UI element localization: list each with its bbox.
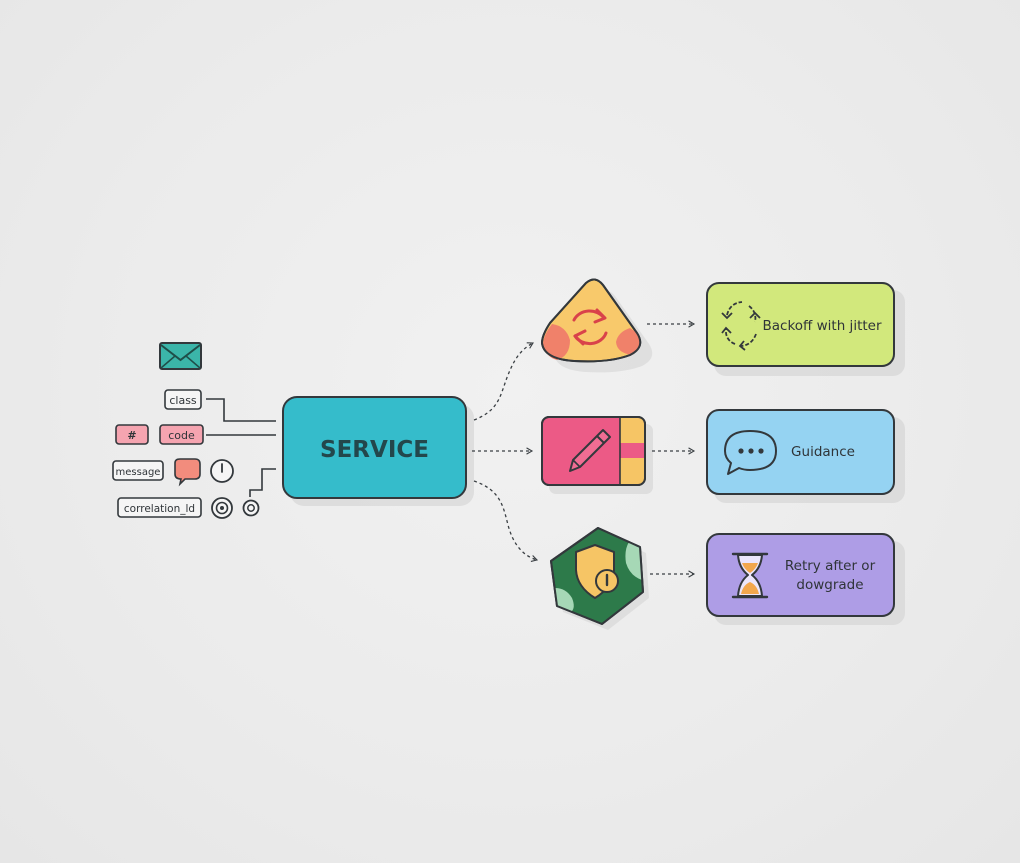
- pencil-card: [541, 416, 653, 494]
- guidance-label: Guidance: [791, 444, 855, 460]
- field-class-label: class: [169, 394, 197, 407]
- connector-service-to-triangle: [473, 342, 534, 421]
- cycle-arrows-icon: [721, 301, 761, 351]
- hourglass-icon: [731, 552, 769, 599]
- pencil-icon: [569, 429, 611, 472]
- field-correlation-id-tag: correlation_ld: [117, 497, 202, 518]
- refresh-triangle: [540, 278, 653, 373]
- field-hash-label: #: [127, 429, 136, 442]
- envelope-icon: [159, 342, 202, 370]
- field-message-tag: message: [112, 460, 164, 481]
- field-code-label: code: [168, 429, 195, 442]
- connector-class: [206, 398, 276, 422]
- target-small-icon: [242, 499, 260, 517]
- retry-box: Retry after or dowgrade: [706, 533, 905, 625]
- field-hash-tag: #: [115, 424, 149, 445]
- retry-label-line1: Retry after or: [785, 558, 876, 574]
- connector-message: [249, 468, 276, 497]
- backoff-box: Backoff with jitter: [706, 282, 905, 376]
- field-class-tag: class: [164, 389, 202, 410]
- service-box: SERVICE: [282, 396, 474, 506]
- field-code-tag: code: [159, 424, 204, 445]
- refresh-icon: [572, 308, 608, 346]
- shield-icon: [575, 544, 619, 599]
- target-icon: [211, 497, 233, 519]
- clock-icon: [210, 459, 234, 483]
- speech-bubble-icon: [174, 458, 201, 487]
- connector-service-to-shield: [473, 480, 539, 562]
- service-label: SERVICE: [320, 437, 429, 463]
- retry-label-line2: dowgrade: [796, 577, 863, 593]
- backoff-label: Backoff with jitter: [762, 318, 881, 334]
- field-correlation-id-label: correlation_ld: [124, 503, 195, 515]
- chat-dots-icon: [724, 430, 777, 475]
- field-message-label: message: [116, 467, 161, 478]
